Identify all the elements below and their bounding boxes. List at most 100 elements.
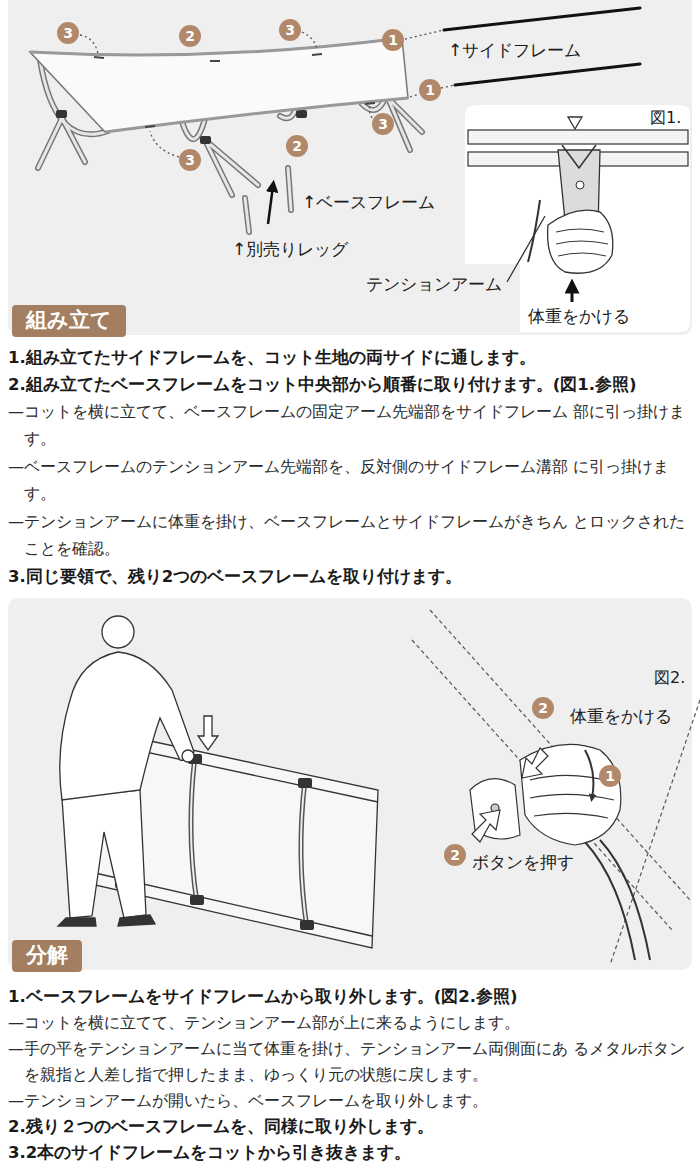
part-name: ↑ベースフレーム (300, 192, 437, 212)
insert-arrow (268, 186, 273, 224)
cot-side-view (301, 780, 307, 928)
part-name: ↑別売りレッグ (230, 239, 350, 259)
substep-text: —ベースフレームのテンションアーム先端部を、反対側のサイドフレーム溝部 に引っ掛… (8, 453, 692, 507)
detail-inset (465, 105, 690, 332)
detail-view (585, 750, 593, 798)
detail-view (522, 748, 548, 778)
press-arrow (198, 716, 218, 750)
instruction-note: ボタンを押す (470, 852, 576, 872)
callout-circle-fill (419, 79, 441, 101)
detail-inset (468, 130, 688, 144)
cot-sheet (30, 38, 408, 132)
section-heading: 分解 (12, 940, 82, 972)
figure-panel (8, 0, 692, 970)
cot-sheet (312, 54, 322, 55)
person (118, 915, 155, 926)
side-frame-bar (444, 8, 640, 85)
node-text: 1 (388, 33, 398, 47)
callout-circle-fill (279, 19, 301, 41)
callout-circle-fill (286, 135, 308, 157)
cot-sheet (94, 57, 104, 58)
detail-view (585, 842, 635, 960)
frame-clips (296, 110, 307, 118)
callout-circle-fill (179, 149, 201, 171)
figure-panel (8, 0, 692, 335)
detail-inset (465, 105, 690, 332)
cot-sheet (210, 60, 220, 62)
substep-text: —コットを横に立てて、ベースフレームの固定アーム先端部をサイドフレーム 部に引っ… (8, 398, 692, 452)
callout-pointer (150, 131, 179, 157)
callout-pointer (302, 32, 317, 50)
cot-side-view (191, 756, 197, 903)
section-heading: 組み立て (12, 305, 126, 337)
node-text: 3 (378, 117, 388, 131)
substep-text: —テンションアームが開いたら、ベースフレームを取り外します。 (8, 1088, 692, 1114)
cot-sheet (30, 38, 408, 132)
instruction-note: 体重をかける (568, 706, 674, 726)
substep-text: —手の平をテンションアームに当て体重を掛け、テンションアーム両側面にあ るメタル… (8, 1036, 692, 1088)
callout-pointer (405, 30, 444, 39)
detail-inset (528, 200, 540, 262)
callout-number: 2 (179, 25, 201, 47)
person (58, 616, 194, 926)
node-text: 3 (63, 26, 73, 40)
node-text: 1 (425, 83, 435, 97)
cot-sheet (30, 38, 402, 55)
substep-text: —テンションアームに体重を掛け、ベースフレームとサイドフレームがきちん とロック… (8, 508, 692, 562)
detail-inset (562, 145, 596, 168)
frame-clips (56, 110, 67, 118)
callout-circle-fill (382, 29, 404, 51)
step-text: 1.ベースフレームをサイドフレームから取り外します。(図2.参照) (8, 984, 692, 1010)
detail-inset (507, 216, 545, 282)
cot-sheet (145, 126, 155, 127)
cot-sheet (105, 98, 408, 132)
instruction-note: 体重をかける (526, 306, 632, 326)
figure-number: 図1. (648, 108, 683, 127)
node-text: 分解 (26, 943, 68, 968)
substep-text: —コットを横に立てて、テンションアーム部が上に来るようにします。 (8, 1010, 692, 1036)
detail-view (430, 610, 690, 900)
detail-view (472, 810, 500, 842)
person (62, 790, 146, 918)
frame-clips (200, 136, 211, 144)
callout-number: 2 (444, 844, 466, 866)
detail-inset (568, 117, 582, 129)
step-text: 1.組み立てたサイドフレームを、コット生地の両サイドに通します。 (8, 344, 692, 371)
person (102, 616, 134, 648)
callout-pointer (410, 94, 419, 97)
person (182, 750, 194, 762)
detail-inset (576, 181, 584, 189)
figure-number: 図2. (652, 668, 687, 687)
step-text: 2.残り２つのベースフレームを、同様に取り外します。 (8, 1114, 692, 1140)
callout-circle-fill (57, 22, 79, 44)
node-text: 組み立て (26, 308, 112, 333)
detail-view (412, 640, 672, 930)
callout-circle-fill (372, 113, 394, 135)
node-text: 3 (285, 23, 295, 37)
side-frame-bar (455, 64, 640, 85)
figure-panel (8, 598, 692, 970)
callout-number: 1 (382, 29, 404, 51)
callout-pointer (441, 85, 455, 88)
callout-number: 2 (286, 135, 308, 157)
cot-side-view (190, 895, 204, 905)
step-text: 3.同じ要領で、残り2つのベースフレームを取り付けます。 (8, 563, 692, 590)
callout-pointer (369, 106, 372, 118)
cot-side-view (301, 780, 307, 928)
part-name: テンションアーム (364, 274, 504, 294)
detail-inset (548, 210, 613, 273)
callout-number: 2 (532, 697, 554, 719)
node-text: 2 (292, 139, 302, 153)
side-frame-bar (444, 8, 640, 30)
callout-circle-fill (179, 25, 201, 47)
cot-sheet (365, 103, 375, 104)
callout-number: 1 (419, 79, 441, 101)
callout-circle-fill (599, 765, 621, 787)
node-text: 1 (605, 769, 615, 783)
node-text: 2 (450, 848, 460, 862)
part-name: ↑サイドフレーム (446, 40, 583, 60)
callout-number: 3 (179, 149, 201, 171)
callout-number: 1 (599, 765, 621, 787)
step-text: 3.2本のサイドフレームをコットから引き抜きます。 (8, 1140, 692, 1166)
